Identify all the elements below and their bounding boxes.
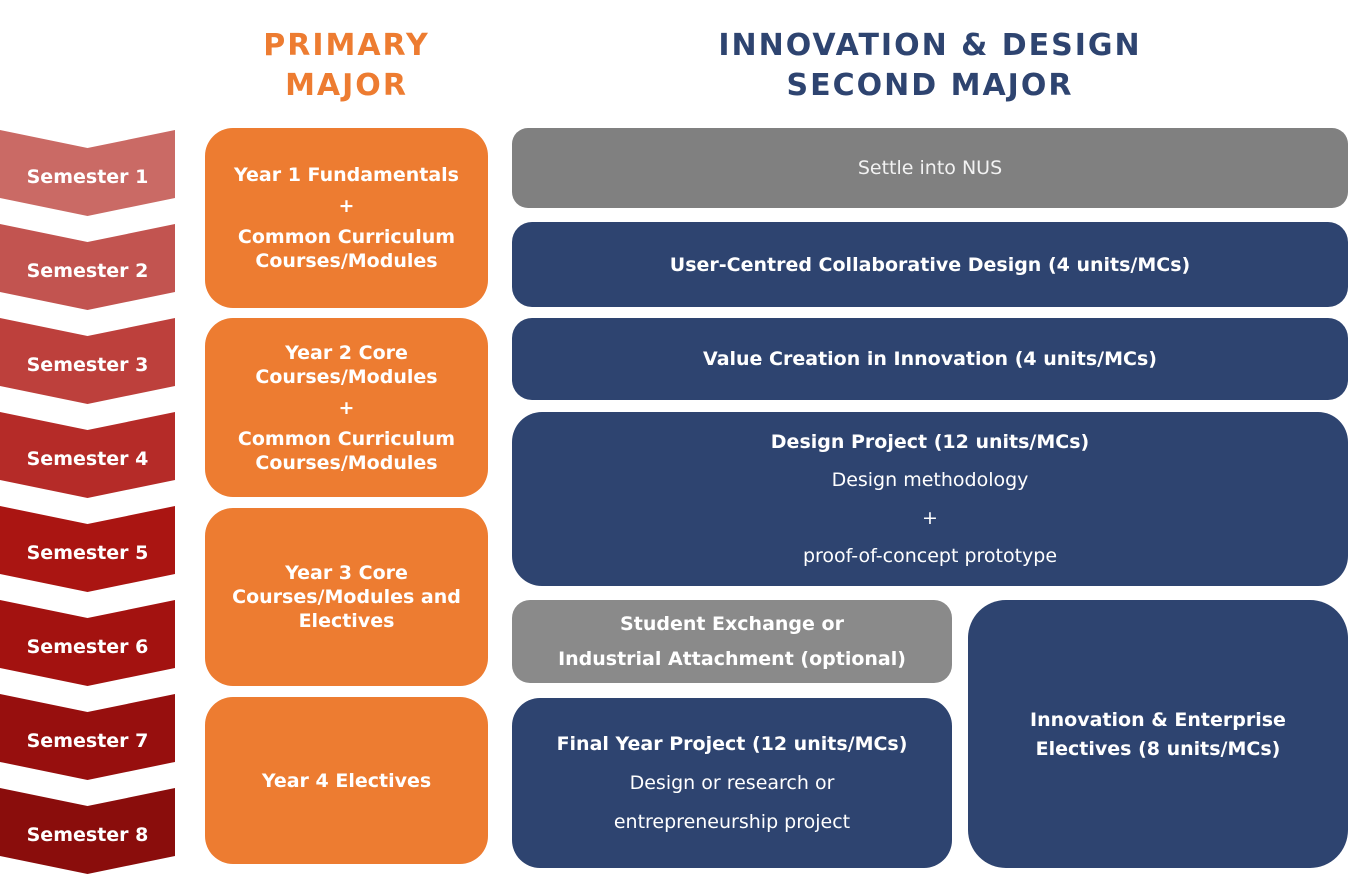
semester-label: Semester 3 (26, 353, 149, 376)
semester-label: Semester 6 (26, 635, 149, 658)
innovation-enterprise-electives-box: Innovation & Enterprise Electives (8 uni… (968, 600, 1348, 868)
second-major-header: INNOVATION & DESIGN SECOND MAJOR (512, 26, 1348, 106)
second-major-header-line1: INNOVATION & DESIGN (718, 28, 1142, 63)
final-year-project-box: Final Year Project (12 units/MCs) Design… (512, 698, 952, 868)
year1-fundamentals-box: Year 1 Fundamentals + Common Curriculum … (205, 128, 488, 308)
semester-label: Semester 5 (26, 541, 149, 564)
year3-line: Year 3 Core Courses/Modules and Elective… (232, 562, 461, 632)
design-methodology-line: Design methodology (831, 469, 1029, 491)
value-creation-label: Value Creation in Innovation (4 units/MC… (703, 348, 1157, 370)
semester-label: Semester 1 (26, 165, 149, 188)
user-centred-design-box: User-Centred Collaborative Design (4 uni… (512, 222, 1348, 307)
ie-electives-line2: Electives (8 units/MCs) (1035, 737, 1281, 760)
year2-common-curriculum-line: Common Curriculum Courses/Modules (237, 427, 456, 474)
final-year-project-title: Final Year Project (12 units/MCs) (556, 733, 908, 755)
semester-label: Semester 4 (26, 447, 149, 470)
user-centred-design-label: User-Centred Collaborative Design (4 uni… (669, 253, 1191, 276)
semester-chevron-6: Semester 6 (0, 600, 175, 686)
primary-major-header-line2: MAJOR (285, 68, 408, 103)
ie-electives-line1: Innovation & Enterprise (1030, 708, 1286, 731)
settle-into-nus-label: Settle into NUS (857, 157, 1003, 179)
second-major-header-line2: SECOND MAJOR (786, 68, 1074, 103)
year3-core-box: Year 3 Core Courses/Modules and Elective… (205, 508, 488, 686)
student-exchange-line1: Student Exchange or (620, 613, 844, 635)
design-project-box: Design Project (12 units/MCs) Design met… (512, 412, 1348, 586)
proof-of-concept-line: proof-of-concept prototype (802, 545, 1058, 567)
year2-core-box: Year 2 Core Courses/Modules + Common Cur… (205, 318, 488, 497)
semester-label: Semester 2 (26, 259, 149, 282)
design-project-title: Design Project (12 units/MCs) (770, 431, 1090, 453)
semester-chevron-1: Semester 1 (0, 130, 175, 216)
semester-label: Semester 8 (26, 823, 149, 846)
semester-chevron-8: Semester 8 (0, 788, 175, 874)
fyp-design-research-line: Design or research or (629, 772, 835, 794)
student-exchange-line2: Industrial Attachment (optional) (558, 648, 906, 670)
semester-label: Semester 7 (26, 729, 149, 752)
value-creation-box: Value Creation in Innovation (4 units/MC… (512, 318, 1348, 400)
year1-common-curriculum-line: Common Curriculum Courses/Modules (237, 226, 456, 272)
plus-sign: + (922, 507, 938, 529)
year1-line: Year 1 Fundamentals (234, 164, 459, 186)
plus-sign: + (338, 396, 355, 419)
semester-chevron-4: Semester 4 (0, 412, 175, 498)
semester-chevron-5: Semester 5 (0, 506, 175, 592)
fyp-entrepreneurship-line: entrepreneurship project (613, 811, 851, 833)
primary-major-header-line1: PRIMARY (263, 28, 430, 63)
primary-major-header: PRIMARY MAJOR (205, 26, 488, 106)
semester-chevron-7: Semester 7 (0, 694, 175, 780)
year2-line: Year 2 Core Courses/Modules (255, 341, 438, 388)
year4-line: Year 4 Electives (261, 769, 432, 792)
semester-chevron-3: Semester 3 (0, 318, 175, 404)
year4-electives-box: Year 4 Electives (205, 697, 488, 864)
settle-into-nus-box: Settle into NUS (512, 128, 1348, 208)
semester-chevron-2: Semester 2 (0, 224, 175, 310)
plus-sign: + (338, 195, 355, 217)
student-exchange-box: Student Exchange or Industrial Attachmen… (512, 600, 952, 683)
